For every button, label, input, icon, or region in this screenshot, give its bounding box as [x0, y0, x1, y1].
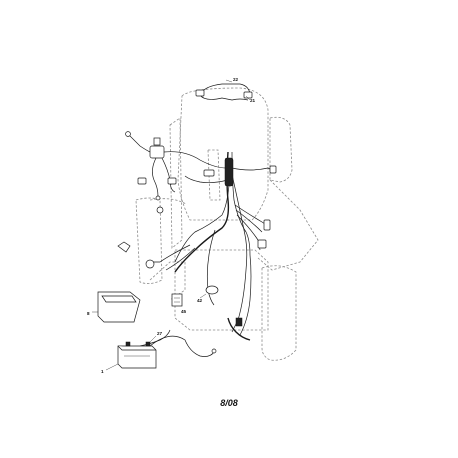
battery-post-neg: [125, 341, 131, 347]
connector-20: [155, 195, 161, 201]
trunk-wire-3: [174, 159, 231, 263]
lamp-42: [205, 285, 219, 295]
leader-22: [225, 79, 233, 83]
trunk-wire-4: [230, 169, 248, 333]
wire-solenoid-cluster: [161, 157, 176, 193]
seat-switch: [263, 219, 271, 231]
ground-strap: [227, 317, 251, 341]
lower-components: [139, 285, 251, 357]
leader-21: [245, 95, 251, 101]
callout-22: 22: [233, 77, 239, 82]
cable-terminal: [211, 348, 217, 354]
battery-cable: [149, 335, 215, 357]
hood-outline: [177, 87, 269, 221]
callout-27: 27: [157, 331, 163, 336]
ground-terminal: [235, 317, 243, 327]
tractor-ghost-outline: [135, 87, 319, 361]
right-wheel-outline: [261, 265, 297, 361]
leader-27: [149, 335, 157, 343]
leader-1: [105, 363, 119, 371]
revision-date: 8/08: [220, 398, 238, 408]
pto-switch: [257, 239, 267, 249]
starter-connector: [145, 259, 155, 269]
headlight-wire: [199, 83, 251, 101]
harness-grommet: [224, 157, 234, 187]
fuse-block: [171, 293, 183, 307]
battery-post-pos: [145, 341, 151, 347]
fuse-holder: [137, 177, 147, 185]
ignition-plug: [203, 169, 215, 177]
connector-23: [125, 131, 131, 137]
rear-connector: [269, 165, 277, 174]
relay-block: [167, 177, 177, 185]
battery-box: [92, 291, 141, 323]
callout-45: 45: [181, 309, 187, 314]
left-wheel-outline: [135, 197, 163, 284]
right-fender-outline: [269, 116, 293, 183]
headlight-harness: [195, 79, 253, 101]
branch-left-mid: [184, 175, 229, 184]
front-connector: [156, 206, 164, 214]
solenoid-terminal: [153, 137, 161, 146]
solenoid: [149, 145, 165, 159]
branch-lower-left: [150, 244, 196, 271]
front-axle-outline: [149, 198, 187, 205]
wire-to-23: [127, 133, 151, 153]
right-switches: [203, 165, 277, 249]
callout-21: 21: [250, 98, 256, 103]
seat-base-outline: [174, 249, 269, 331]
rear-deck-outline: [257, 179, 319, 271]
callout-8: 8: [87, 311, 90, 316]
leader-42: [199, 293, 207, 299]
callout-42: 42: [197, 298, 203, 303]
branch-upper-right: [231, 167, 273, 171]
clip-33: [117, 241, 131, 253]
wire-solenoid-down: [152, 157, 159, 197]
solenoid-group: [125, 131, 227, 201]
trunk-wire-1: [174, 151, 230, 273]
main-harness: [150, 151, 273, 336]
steering-column-outline: [207, 149, 221, 201]
headlight-left: [195, 89, 205, 97]
battery-edge: [117, 345, 156, 351]
wire-solenoid-harness: [163, 151, 227, 169]
left-components: [117, 206, 164, 269]
battery: [105, 335, 157, 371]
callout-1: 1: [101, 369, 104, 374]
branch-right: [234, 204, 269, 251]
battery-tray-rim: [101, 295, 137, 303]
trunk-wire-2: [231, 151, 252, 336]
left-lower-outline: [149, 261, 186, 301]
pos-cable: [139, 329, 171, 347]
